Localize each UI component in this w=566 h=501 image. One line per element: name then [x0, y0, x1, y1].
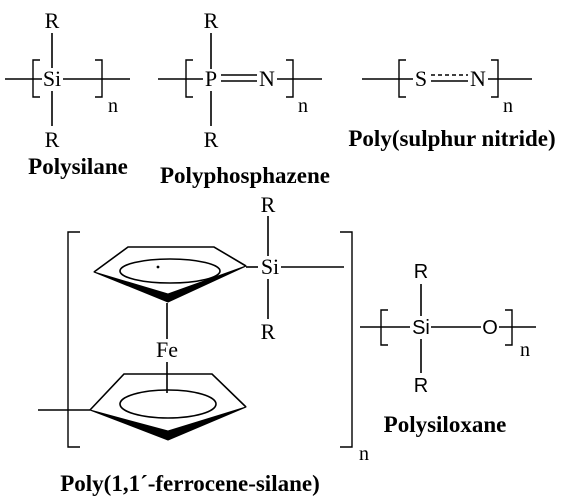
ring-back-edges: [93, 246, 247, 273]
repeat-bracket-left: [398, 59, 406, 98]
repeat-subscript: n: [359, 443, 369, 465]
atom-silicon: Si: [43, 66, 61, 91]
repeat-bracket-right: [95, 59, 103, 98]
repeat-bracket-left: [32, 59, 40, 98]
substituent-r-bottom: R: [261, 319, 276, 344]
repeat-bracket-right: [340, 231, 353, 448]
repeat-subscript: n: [298, 95, 308, 117]
repeat-subscript: n: [503, 95, 513, 117]
repeat-bracket-left: [380, 309, 388, 346]
cyclopentadienyl-ring-bottom: [89, 373, 247, 441]
atom-iron: Fe: [156, 337, 178, 362]
atom-oxygen: O: [482, 317, 498, 339]
poly-sulphur-nitride-structure: S N n Poly(sulphur nitride): [348, 59, 556, 151]
repeat-bracket-left: [67, 231, 80, 448]
poly-sulphur-nitride-label: Poly(sulphur nitride): [348, 126, 555, 151]
ring-back-edges: [89, 373, 247, 411]
repeat-bracket-right: [286, 59, 294, 98]
ring-aromatic-circle: [119, 389, 217, 419]
repeat-subscript: n: [520, 339, 530, 361]
ring-aromatic-circle: [119, 258, 221, 284]
poly-ferrocene-silane-label: Poly(1,1´-ferrocene-silane): [60, 471, 320, 496]
ring-front-edges: [89, 406, 247, 441]
substituent-r-bottom: R: [414, 375, 428, 397]
atom-nitrogen: N: [259, 66, 275, 91]
repeat-bracket-left: [185, 59, 193, 98]
ring-front-edges: [93, 265, 247, 303]
substituent-r-top: R: [45, 8, 60, 33]
ring-dot: [156, 265, 160, 269]
polyphosphazene-structure: R P N R n Polyphosphazene: [158, 8, 330, 188]
repeat-subscript: n: [108, 95, 118, 117]
atom-silicon: Si: [261, 254, 279, 279]
substituent-r-top: R: [204, 8, 219, 33]
poly-ferrocene-silane-structure: R Si R Fe n Poly(1,1´-ferrocene-silane): [38, 192, 369, 496]
substituent-r-bottom: R: [45, 127, 60, 152]
polysilane-structure: R Si R n Polysilane: [5, 8, 130, 179]
substituent-r-bottom: R: [204, 127, 219, 152]
polysiloxane-label: Polysiloxane: [384, 412, 507, 437]
substituent-r-top: R: [414, 261, 428, 283]
atom-silicon: Si: [412, 317, 430, 339]
polyphosphazene-label: Polyphosphazene: [160, 163, 330, 188]
polysiloxane-structure: R Si O R n Polysiloxane: [360, 261, 536, 437]
repeat-bracket-right: [491, 59, 499, 98]
atom-phosphorus: P: [205, 66, 217, 91]
atom-nitrogen: N: [470, 66, 486, 91]
cyclopentadienyl-ring-top: [93, 246, 247, 303]
substituent-r-top: R: [261, 192, 276, 217]
repeat-bracket-right: [505, 309, 513, 346]
atom-sulphur: S: [415, 66, 427, 91]
polysilane-label: Polysilane: [28, 154, 128, 179]
